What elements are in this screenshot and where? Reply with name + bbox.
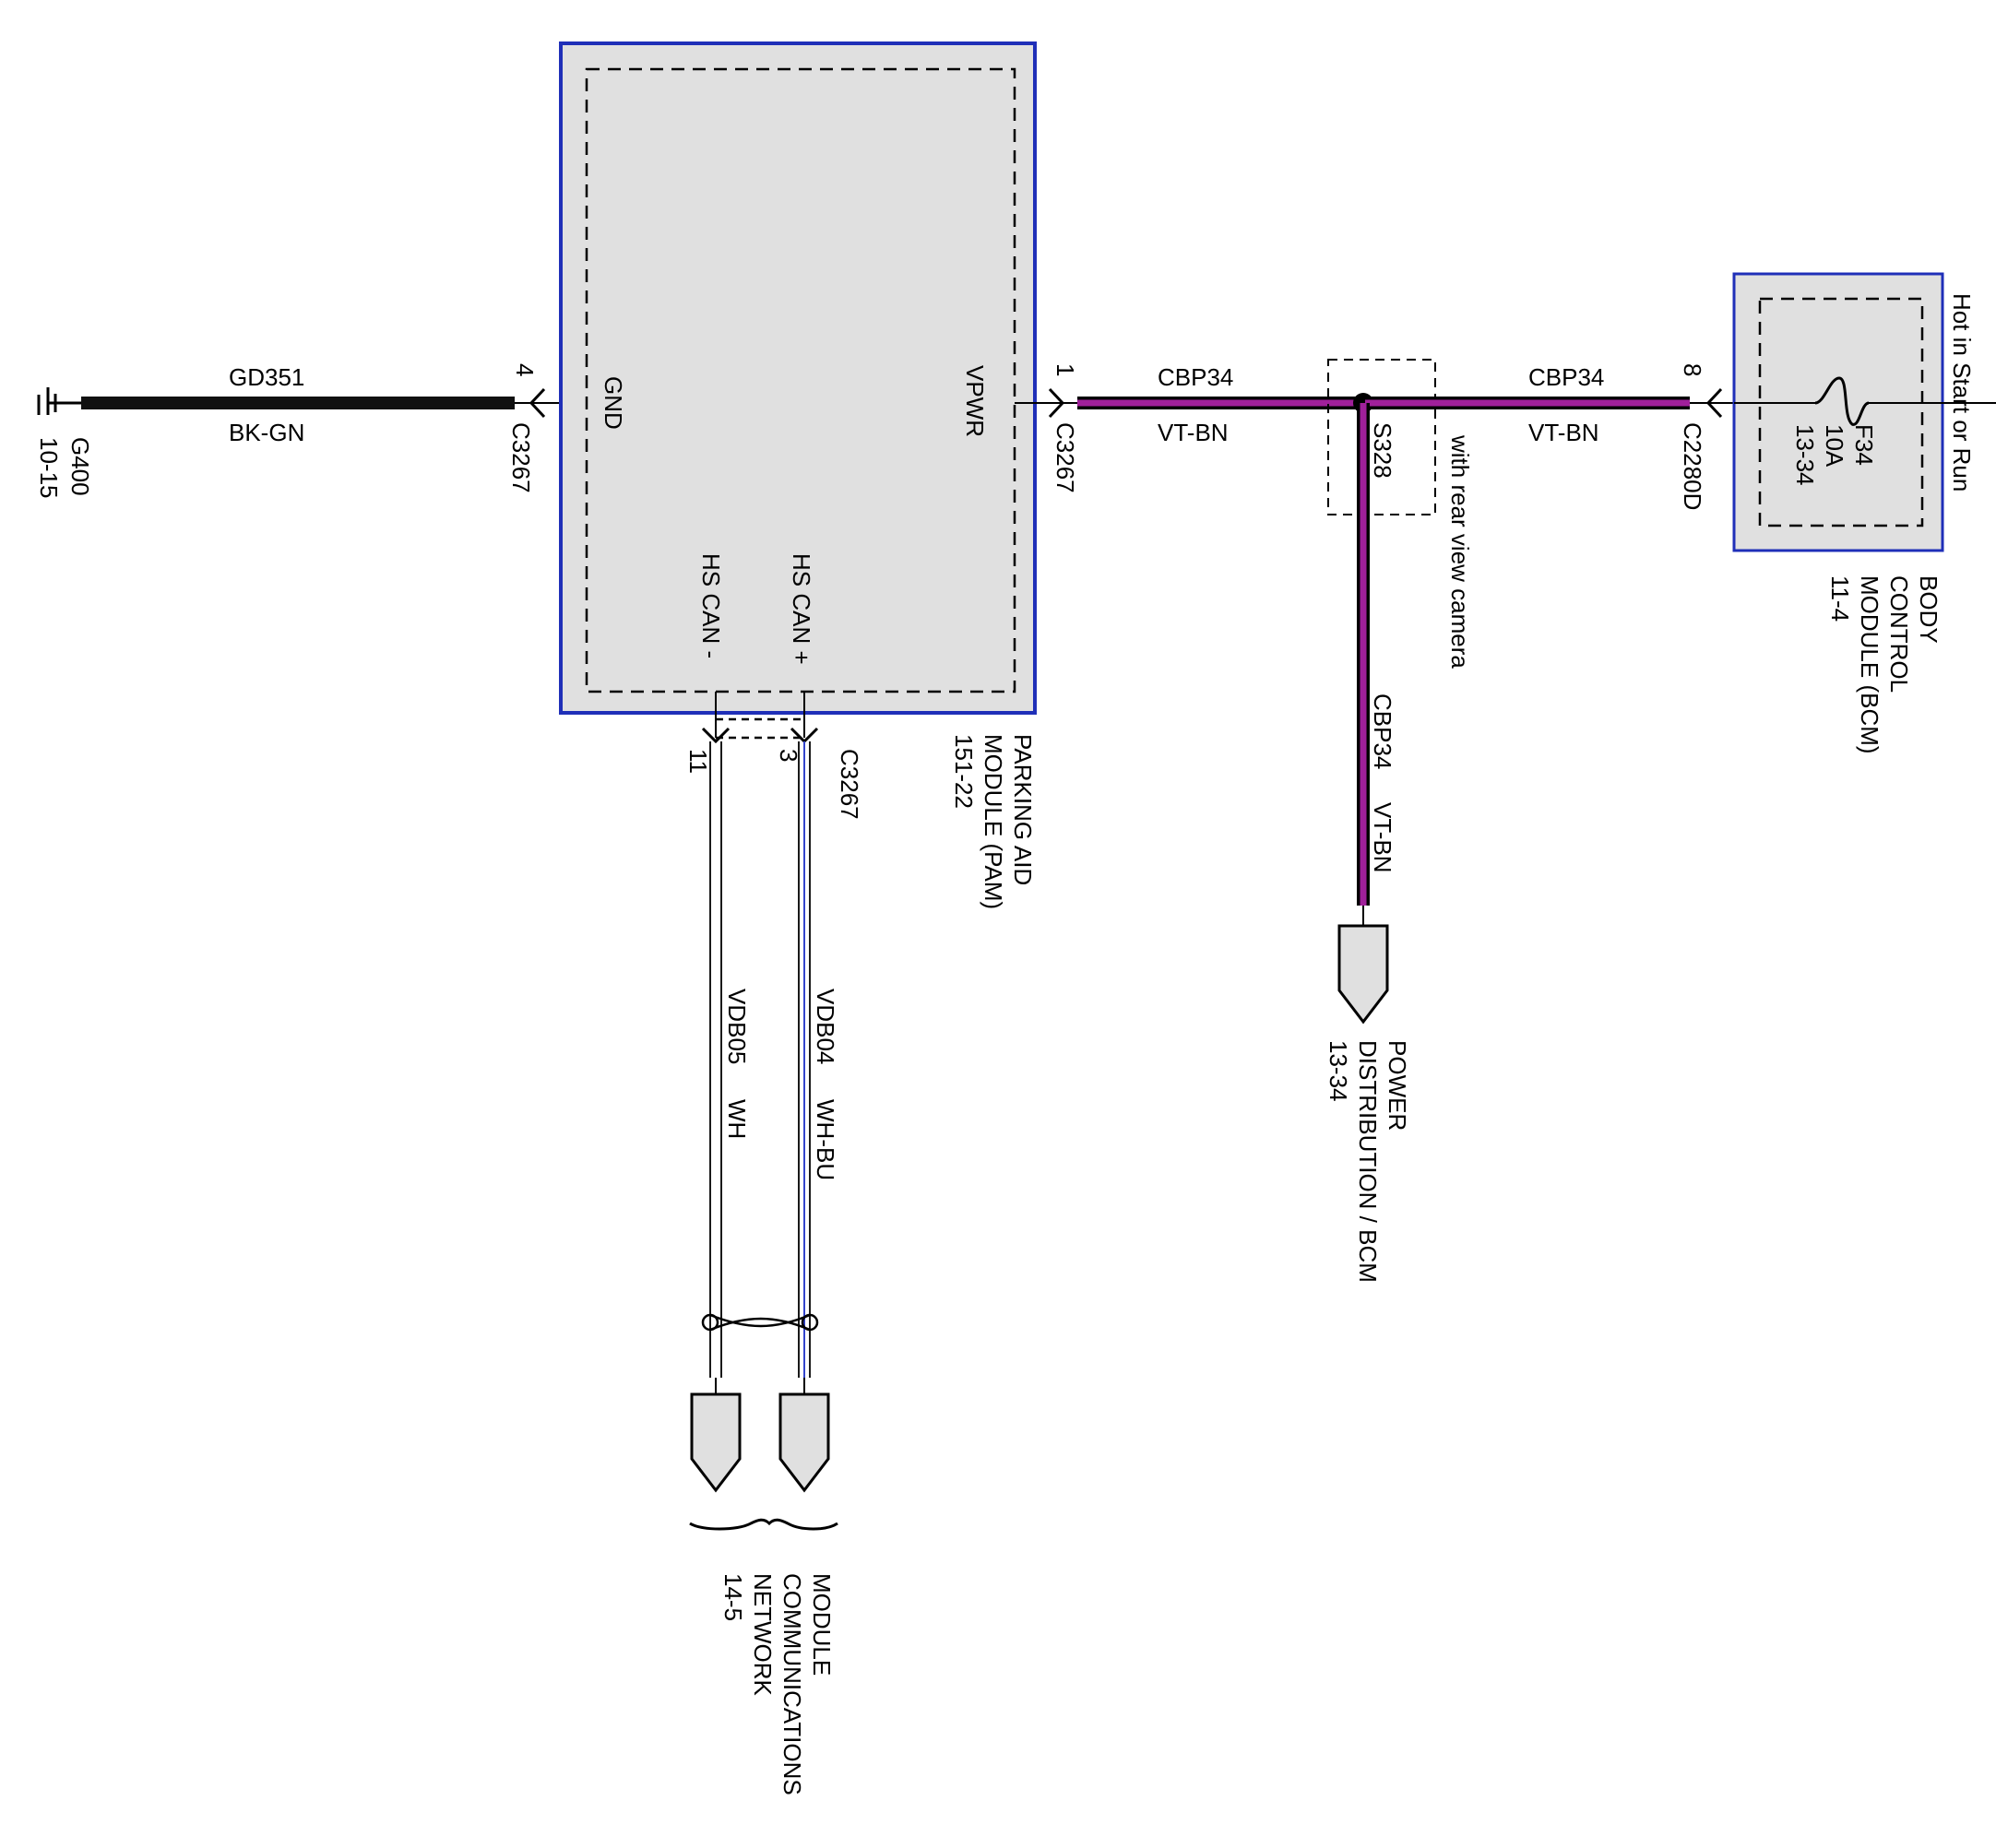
power-wire-pam-splice: CBP34 VT-BN 1 C3267 (1015, 363, 1365, 493)
pam-vpwr-pin-number: 1 (1051, 363, 1079, 376)
can-plus-terminal (778, 1392, 830, 1493)
network-line1: MODULE (808, 1573, 836, 1676)
power-wire-down: CBP34 VT-BN (1357, 403, 1396, 926)
network-ref: 14-5 (719, 1573, 747, 1621)
network-line3: NETWORK (749, 1573, 777, 1697)
bcm-name-line2: CONTROL (1885, 575, 1913, 693)
can-bus: 11 3 C3267 VDB05 WH VDB04 WH-BU (684, 692, 863, 1795)
pam-module-ref: 151-22 (950, 734, 978, 809)
can-plus-circuit: VDB04 (812, 989, 839, 1064)
bcm-box (1732, 272, 1944, 552)
power-wire-color-right: VT-BN (1528, 419, 1599, 446)
can-minus-pin-number: 11 (684, 749, 712, 774)
bcm-ref: 11-4 (1826, 575, 1854, 622)
fuse-id: F34 (1850, 424, 1878, 466)
ground-wire: GD351 BK-GN (81, 363, 587, 446)
power-wire-splice-bcm: CBP34 VT-BN 8 C2280D (1365, 363, 1734, 510)
can-minus-wire (709, 741, 722, 1378)
fuse-ref: 13-34 (1791, 424, 1819, 486)
power-wire-circuit-right: CBP34 (1528, 363, 1604, 391)
bcm-inner (1758, 297, 1924, 527)
connector-arrow-vpwr (1048, 387, 1065, 419)
can-minus-circuit: VDB05 (723, 989, 751, 1064)
splice-optional-box (1327, 359, 1436, 515)
ground-g400: G400 10-15 (35, 387, 94, 499)
ground-wire-color: BK-GN (229, 419, 304, 446)
pam-module-name-line1: PARKING AID (1009, 734, 1037, 885)
can-minus-terminal (690, 1392, 742, 1493)
pam-pin-can-plus: HS CAN + (788, 553, 815, 665)
body-control-module: F34 10A 13-34 Hot in Start or Run BODY C… (1732, 272, 1996, 754)
ground-id: G400 (66, 437, 94, 496)
pam-gnd-connector: C3267 (507, 422, 535, 493)
ground-wire-circuit: GD351 (229, 363, 304, 391)
parking-aid-module: GND VPWR HS CAN - HS CAN + PARKING AID M… (559, 41, 1037, 909)
can-minus-color: WH (723, 1099, 751, 1139)
bcm-hot-label: Hot in Start or Run (1948, 293, 1976, 492)
network-brace (689, 1518, 838, 1531)
terminal-icon (1337, 924, 1389, 1025)
pam-gnd-pin-number: 4 (511, 363, 539, 376)
can-plus-wire (798, 741, 811, 1378)
pam-pin-vpwr: VPWR (961, 365, 989, 437)
bcm-name-line3: MODULE (BCM) (1856, 575, 1883, 754)
splice-note: with rear view camera (1446, 434, 1474, 669)
power-wire-color-left: VT-BN (1158, 419, 1229, 446)
splice-id: S328 (1369, 422, 1396, 479)
connector-arrow-can-minus (701, 727, 731, 744)
can-plus-color: WH-BU (812, 1099, 839, 1180)
power-wire-color-vertical: VT-BN (1369, 802, 1396, 873)
pam-pin-can-minus: HS CAN - (697, 553, 725, 658)
connector-arrow-gnd (529, 387, 546, 419)
ground-ref: 10-15 (35, 437, 63, 499)
bcm-pin-number: 8 (1679, 363, 1706, 376)
network-line2: COMMUNICATIONS (778, 1573, 806, 1795)
power-distribution-ref: 13-34 (1325, 1040, 1352, 1102)
pam-pin-gnd: GND (600, 376, 627, 430)
power-distribution-line2: DISTRIBUTION / BCM (1354, 1040, 1382, 1283)
ground-icon (37, 387, 83, 415)
bcm-name-line1: BODY (1915, 575, 1943, 644)
twisted-pair-icon (701, 1313, 819, 1332)
pam-module-name-line2: MODULE (PAM) (980, 734, 1007, 909)
can-connector-housing (716, 717, 804, 740)
can-connector: C3267 (836, 749, 863, 820)
can-plus-pin-number: 3 (775, 749, 802, 762)
fuse-icon (1814, 376, 1870, 426)
pam-vpwr-connector: C3267 (1051, 422, 1079, 493)
pam-module-inner (585, 67, 1016, 693)
pam-module-box (559, 41, 1037, 715)
power-wire-circuit-left: CBP34 (1158, 363, 1233, 391)
connector-arrow-bcm (1705, 387, 1723, 419)
power-distribution-line1: POWER (1384, 1040, 1411, 1131)
power-distribution-terminal: POWER DISTRIBUTION / BCM 13-34 (1325, 924, 1411, 1283)
power-wire-circuit-vertical: CBP34 (1369, 693, 1396, 769)
bcm-connector: C2280D (1679, 422, 1706, 510)
fuse-rating: 10A (1821, 424, 1848, 468)
